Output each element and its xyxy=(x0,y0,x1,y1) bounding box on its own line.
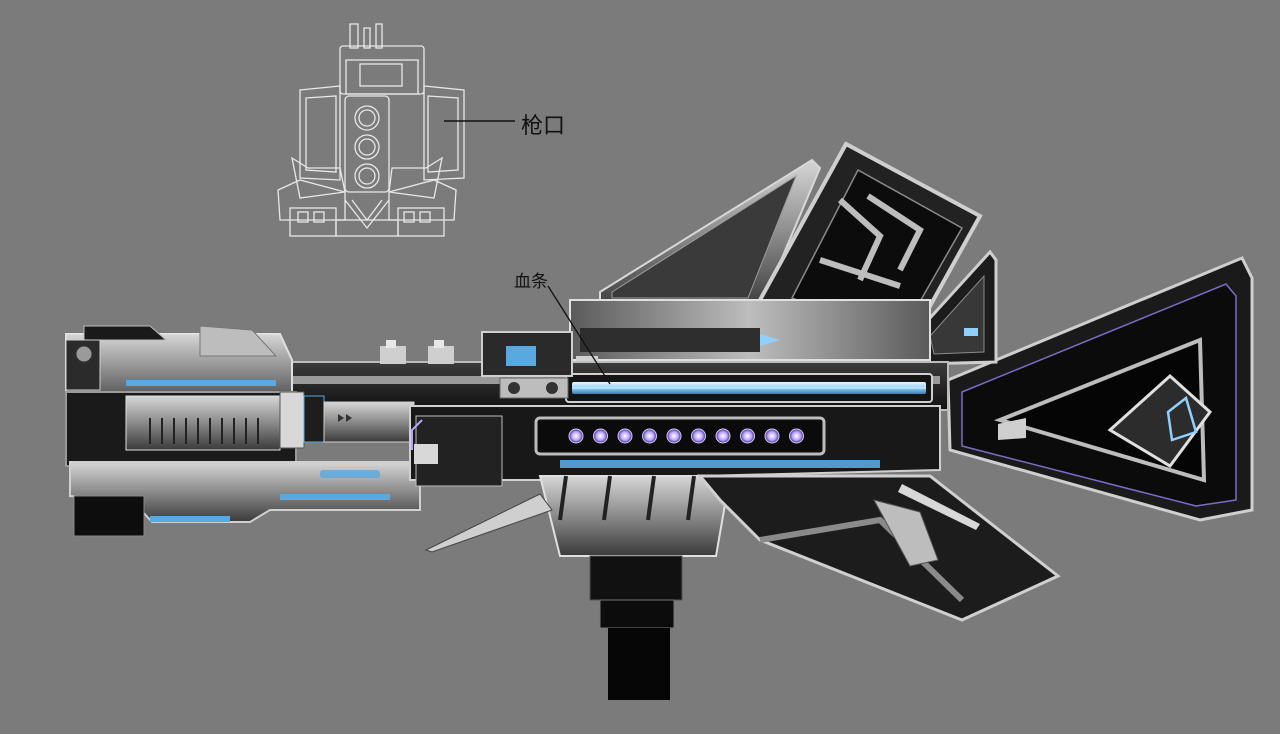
ammo-slot xyxy=(764,428,780,444)
ammo-slot xyxy=(666,428,682,444)
ammo-slot xyxy=(593,428,608,444)
ammo-slot-strip xyxy=(568,428,804,444)
ammo-slot xyxy=(642,428,657,444)
muzzle-callout-label: 枪口 xyxy=(521,114,566,139)
muzzle-sketch xyxy=(277,23,465,237)
ammo-slot xyxy=(789,428,804,444)
ammo-slot xyxy=(691,428,706,444)
ammo-slot xyxy=(740,428,755,444)
health-bar-callout-line xyxy=(547,285,611,385)
health-bar-callout-label: 血条 xyxy=(514,272,548,292)
ammo-slot xyxy=(617,428,633,444)
gun-body xyxy=(65,141,1254,700)
ammo-slot xyxy=(715,428,731,444)
ammo-slot xyxy=(568,428,584,444)
